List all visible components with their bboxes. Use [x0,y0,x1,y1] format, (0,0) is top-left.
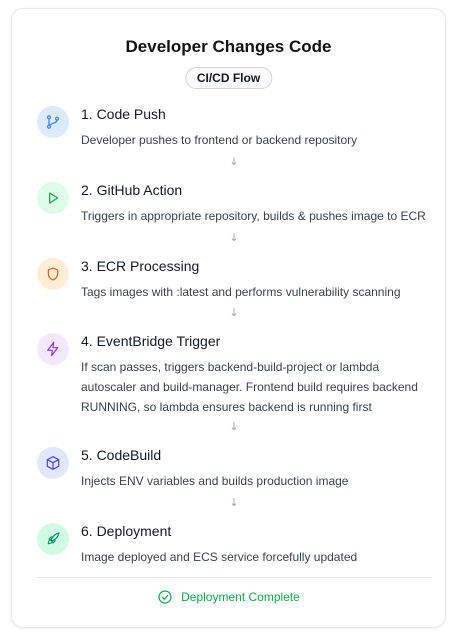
arrow-down-icon: ↓ [229,306,239,319]
deployment-complete-label: Deployment Complete [181,590,300,604]
step-description: Image deployed and ECS service forcefull… [81,550,358,564]
page-title: Developer Changes Code [125,37,332,56]
deployment-status: Deployment Complete [12,589,445,605]
divider [37,577,432,578]
step-description: Triggers in appropriate repository, buil… [81,209,426,223]
step-title: 3. ECR Processing [81,258,200,274]
package-icon [37,447,69,479]
step-title: 5. CodeBuild [81,447,162,463]
play-icon [37,182,69,214]
step-title: 1. Code Push [81,106,166,122]
flow-card: Developer Changes Code CI/CD Flow 1. Cod… [11,8,446,628]
step-description: Injects ENV variables and builds product… [81,474,349,488]
arrow-down-icon: ↓ [229,155,239,168]
step-description: Developer pushes to frontend or backend … [81,133,358,147]
flow-badge: CI/CD Flow [184,67,273,89]
step-description: Tags images with :latest and performs vu… [81,285,401,299]
step-title: 2. GitHub Action [81,182,183,198]
step-title: 4. EventBridge Trigger [81,333,221,349]
check-circle-icon [158,590,172,604]
shield-icon [37,258,69,290]
arrow-down-icon: ↓ [229,231,239,244]
arrow-down-icon: ↓ [229,420,239,433]
rocket-icon [37,523,69,555]
step-description: If scan passes, triggers backend-build-p… [81,360,418,414]
step-title: 6. Deployment [81,523,172,539]
git-branch-icon [37,106,69,138]
zap-icon [37,333,69,365]
arrow-down-icon: ↓ [229,496,239,509]
